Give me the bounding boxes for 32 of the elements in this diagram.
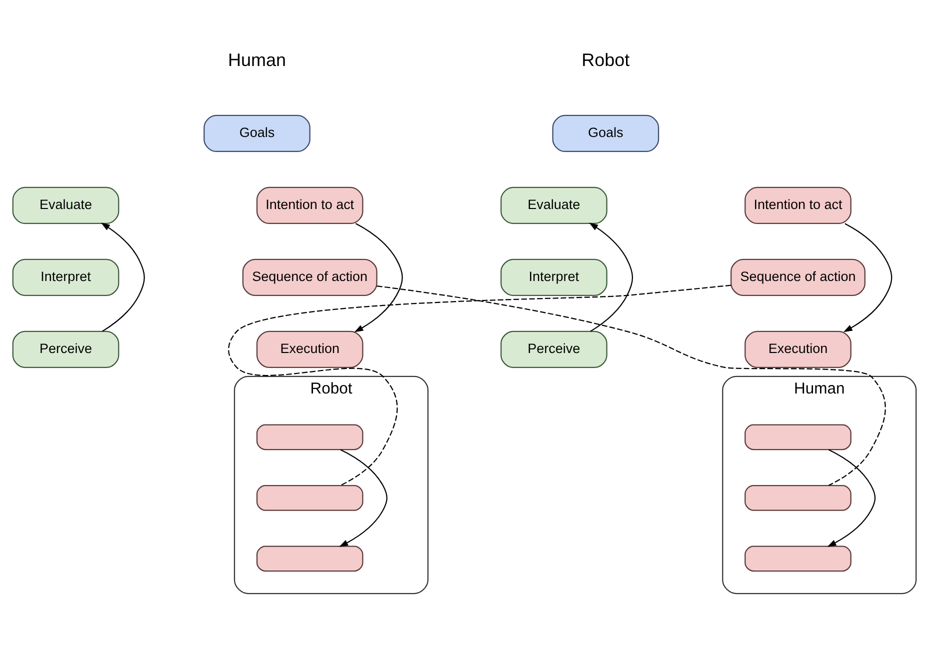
- node-box: Intention to act: [256, 186, 364, 224]
- arrow: [589, 222, 634, 332]
- node-box: Perceive: [500, 330, 608, 368]
- arrow: [827, 449, 876, 547]
- arrow: [843, 223, 892, 332]
- node-box: Sequence of action: [730, 258, 866, 296]
- node-box: Sequence of action: [242, 258, 378, 296]
- node-box: [256, 546, 364, 572]
- node-box: Execution: [256, 330, 364, 368]
- node-box: Intention to act: [744, 186, 852, 224]
- node-box: Goals: [552, 114, 660, 152]
- node-box: Evaluate: [12, 186, 120, 224]
- node-box: [744, 546, 852, 572]
- node-box: Evaluate: [500, 186, 608, 224]
- node-box: Perceive: [12, 330, 120, 368]
- cluster: Robot: [234, 376, 428, 594]
- connector: [228, 284, 732, 486]
- node-box: Goals: [204, 114, 310, 152]
- arrow: [354, 222, 403, 332]
- arrow: [100, 222, 145, 332]
- node-box: [256, 484, 364, 511]
- label: Robot: [582, 50, 630, 70]
- node-box: [744, 484, 852, 511]
- cluster: Human: [722, 376, 917, 594]
- node-box: Interpret: [12, 258, 120, 296]
- node-box: Interpret: [500, 258, 608, 296]
- node-box: [744, 424, 852, 450]
- connector: [376, 285, 886, 486]
- label: Human: [228, 50, 286, 70]
- node-box: [256, 424, 364, 450]
- arrow: [339, 449, 388, 547]
- node-box: Execution: [744, 330, 852, 368]
